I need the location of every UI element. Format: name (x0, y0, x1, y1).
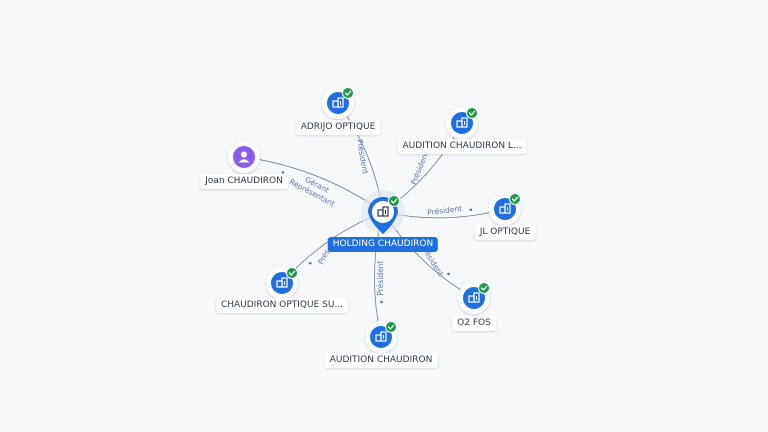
node-label-o2fos[interactable]: O2 FOS (452, 316, 496, 331)
edge-arrow (380, 300, 383, 304)
node-jl[interactable] (489, 193, 521, 225)
building-icon (276, 277, 288, 288)
verified-check-icon (509, 193, 521, 205)
node-joan[interactable] (228, 141, 260, 173)
edge-arrow (447, 272, 450, 276)
building-icon (332, 97, 344, 108)
node-audition[interactable] (365, 321, 397, 353)
verified-check-icon (478, 282, 490, 294)
node-label-joan[interactable]: Joan CHAUDIRON (200, 174, 288, 189)
building-icon (468, 292, 480, 303)
verified-check-icon (385, 321, 397, 333)
verified-check-icon (286, 267, 298, 279)
verified-check-icon (388, 195, 400, 207)
edge-arrow (469, 208, 473, 212)
node-audition_l[interactable] (446, 107, 478, 139)
node-label-audition[interactable]: AUDITION CHAUDIRON (324, 353, 438, 368)
edge-label: Président (376, 260, 385, 295)
person-icon (238, 151, 250, 163)
building-icon (377, 206, 389, 217)
center-label[interactable]: HOLDING CHAUDIRON (327, 237, 439, 252)
edge-label: Président (355, 139, 370, 175)
building-icon (375, 331, 387, 342)
node-adrijo[interactable] (322, 87, 354, 119)
verified-check-icon (466, 107, 478, 119)
edge-label: Président (427, 204, 463, 217)
node-label-jl[interactable]: JL OPTIQUE (474, 225, 536, 240)
node-label-audition_l[interactable]: AUDITION CHAUDIRON L... (397, 139, 527, 154)
edge-arrow (308, 261, 312, 265)
building-icon (499, 203, 511, 214)
center-node[interactable] (361, 190, 405, 234)
verified-check-icon (342, 87, 354, 99)
node-label-chaudiron_su[interactable]: CHAUDIRON OPTIQUE SU... (215, 298, 349, 313)
edge-arrow (281, 171, 285, 174)
node-o2fos[interactable] (458, 282, 490, 314)
building-icon (456, 117, 468, 128)
node-chaudiron_su[interactable] (266, 267, 298, 299)
node-label-adrijo[interactable]: ADRIJO OPTIQUE (295, 120, 381, 135)
